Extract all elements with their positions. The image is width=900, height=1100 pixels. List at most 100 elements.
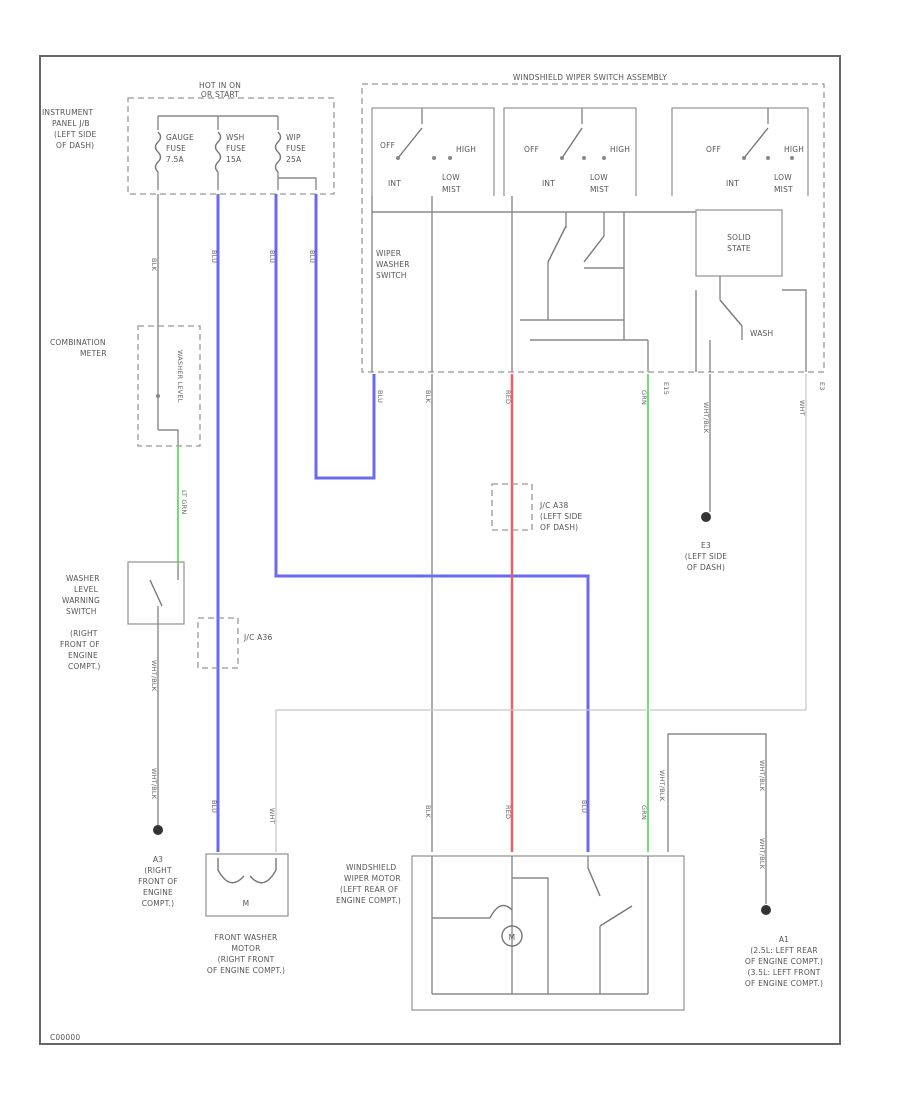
ip-jb-label-4: OF DASH)	[56, 141, 94, 150]
jc-a38-label: J/C A38	[539, 501, 568, 510]
sw2-high-label: HIGH	[610, 145, 630, 154]
diagram-frame	[39, 55, 841, 1045]
grn-label-1: GRN	[640, 390, 648, 405]
jc-a38-label-3: OF DASH)	[540, 523, 578, 532]
red-label-1: RED	[504, 390, 512, 404]
wiper-washer-switch-label-3: SWITCH	[376, 271, 407, 280]
combination-meter-label-2: METER	[80, 349, 107, 358]
wht-label-2: WHT	[268, 808, 276, 824]
washer-motor-m-label: M	[243, 899, 250, 908]
washer-level-switch-box	[127, 561, 185, 625]
washer-level-switch-label-3: WARNING	[62, 596, 100, 605]
sw3-off-label: OFF	[706, 145, 721, 154]
conn-e15-label: E15	[662, 382, 670, 395]
ground-a3-label-3: FRONT OF	[138, 877, 178, 886]
wiper-switch-assembly-label: WINDSHIELD WIPER SWITCH ASSEMBLY	[513, 73, 667, 82]
instrument-panel-jb-box	[127, 97, 335, 195]
ground-a1-label-3: OF ENGINE COMPT.)	[745, 957, 823, 966]
gauge-fuse-label: GAUGE	[166, 133, 194, 142]
gauge-fuse-label-2: FUSE	[166, 144, 186, 153]
jc-a38-box	[491, 483, 533, 531]
ip-jb-label: INSTRUMENT	[42, 108, 93, 117]
ground-a3-label: A3	[153, 855, 163, 864]
combination-meter-label: COMBINATION	[50, 338, 106, 347]
wiper-motor-box	[411, 855, 685, 1011]
wht-blk-label-a1: WHT/BLK	[658, 770, 666, 802]
wash-fuse-label-2: FUSE	[226, 144, 246, 153]
sw1-mist-label: MIST	[442, 185, 461, 194]
wiper-washer-switch-label-2: WASHER	[376, 260, 410, 269]
ip-jb-label-3: (LEFT SIDE	[54, 130, 97, 139]
sw1-int-label: INT	[388, 179, 401, 188]
wiper-washer-switch-label: WIPER	[376, 249, 401, 258]
front-washer-motor-label: FRONT WASHER	[215, 933, 278, 942]
front-washer-motor-label-3: (RIGHT FRONT	[218, 955, 275, 964]
ground-a3-label-4: ENGINE	[143, 888, 173, 897]
wip-fuse-label-3: 25A	[286, 155, 302, 164]
red-label-2: RED	[504, 805, 512, 819]
wiper-motor-label: WINDSHIELD	[346, 863, 396, 872]
wip-fuse: WIP FUSE 25A	[274, 131, 306, 173]
washer-level-switch-label-2: LEVEL	[74, 585, 99, 594]
ground-e3-label: E3	[701, 541, 711, 550]
combination-meter-box	[137, 325, 201, 447]
jc-a36-label: J/C A36	[243, 633, 272, 642]
washer-level-switch-label-5: (RIGHT	[70, 629, 98, 638]
wash-fuse-label-3: 15A	[226, 155, 242, 164]
front-washer-motor-label-2: MOTOR	[231, 944, 260, 953]
green-wire-label: LT GRN	[180, 490, 188, 514]
blu-label-1: BLU	[210, 250, 218, 263]
ground-e3-label-3: OF DASH)	[687, 563, 725, 572]
blu-label-2: BLU	[210, 800, 218, 813]
conn-e3b-label: E3	[818, 382, 826, 391]
sw2-mist-label: MIST	[590, 185, 609, 194]
wiper-switch-assembly-box	[361, 83, 825, 373]
washer-level-vertical-label: WASHER LEVEL	[176, 350, 184, 403]
ground-a3-label-5: COMPT.)	[142, 899, 175, 908]
wip-fuse-label: WIP	[286, 133, 301, 142]
sw1-low-label: LOW	[442, 173, 460, 182]
blue-wire-to-switch	[314, 194, 376, 480]
gauge-fuse: GAUGE FUSE 7.5A	[154, 131, 194, 173]
front-washer-motor-box	[205, 853, 289, 917]
ground-a1-label-2: (2.5L: LEFT REAR	[750, 946, 818, 955]
wash-switch-label: WASH	[750, 329, 773, 338]
switch-group-1: OFF HIGH INT LOW MIST	[371, 107, 495, 196]
washer-level-switch-label-6: FRONT OF	[60, 640, 100, 649]
wiper-motor-m-label: M	[509, 933, 516, 942]
ground-a3-dot	[153, 825, 163, 835]
wip-fuse-label-2: FUSE	[286, 144, 306, 153]
blu-label-4: BLU	[308, 250, 316, 263]
ground-a1-label-4: (3.5L: LEFT FRONT	[747, 968, 820, 977]
sw1-off-label: OFF	[380, 141, 395, 150]
hot-in-on-label: HOT IN ON	[199, 81, 241, 90]
sw1-high-label: HIGH	[456, 145, 476, 154]
switch-group-3: OFF HIGH INT LOW MIST	[671, 107, 809, 196]
solid-state-label: SOLID	[727, 233, 751, 242]
front-washer-motor-label-4: OF ENGINE COMPT.)	[207, 966, 285, 975]
blu-label-5: BLU	[376, 390, 384, 403]
solid-state-box	[695, 209, 783, 277]
sw3-high-label: HIGH	[784, 145, 804, 154]
ground-a1-label: A1	[779, 935, 789, 944]
gauge-wire-label: BLK	[150, 258, 158, 271]
ground-a1-label-5: OF ENGINE COMPT.)	[745, 979, 823, 988]
ground-a3-label-2: (RIGHT	[144, 866, 172, 875]
hot-in-on-label-2: OR START	[201, 90, 239, 99]
washer-level-switch-label: WASHER	[66, 574, 100, 583]
blk-label-1: BLK	[424, 390, 432, 403]
blu-label-6: BLU	[580, 800, 588, 813]
wash-fuse: WSH FUSE 15A	[214, 131, 246, 173]
gauge-fuse-label-3: 7.5A	[166, 155, 185, 164]
solid-state-label-2: STATE	[727, 244, 751, 253]
wash-fuse-label: WSH	[226, 133, 244, 142]
sw2-int-label: INT	[542, 179, 555, 188]
blu-label-3: BLU	[268, 250, 276, 263]
washer-level-switch-label-7: ENGINE	[68, 651, 98, 660]
sw3-int-label: INT	[726, 179, 739, 188]
wht-blk-label-e3: WHT/BLK	[702, 402, 710, 434]
wiper-motor-label-3: (LEFT REAR OF	[340, 885, 398, 894]
wiper-motor-label-4: ENGINE COMPT.)	[336, 896, 401, 905]
switch-group-2: OFF HIGH INT LOW MIST	[503, 107, 637, 196]
